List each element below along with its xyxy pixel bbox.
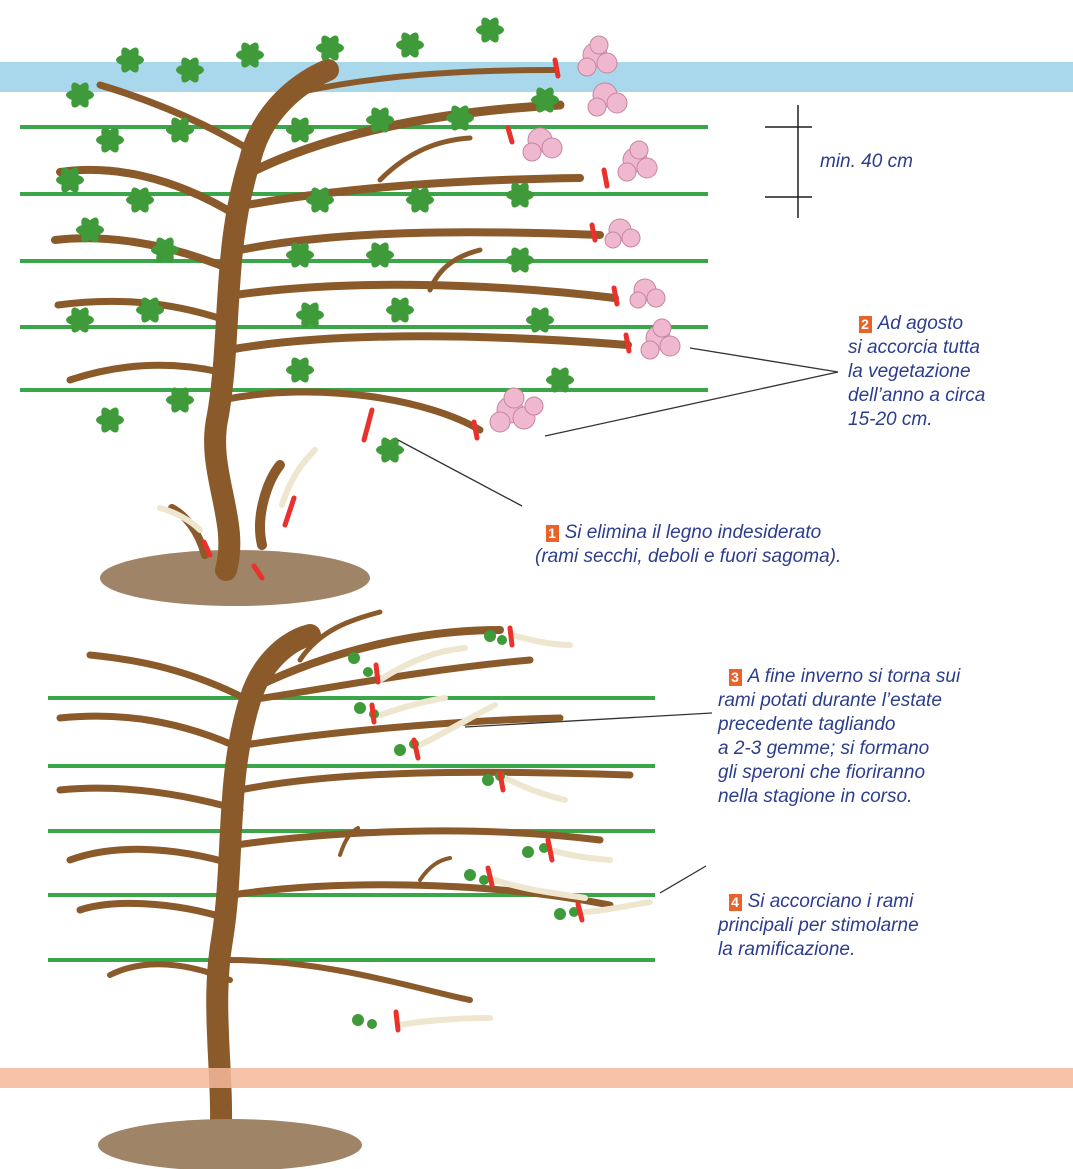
leader-lines: [398, 348, 838, 893]
top-band: [0, 62, 1073, 92]
bottom-band: [0, 1068, 1073, 1088]
step-badge-2: 2: [859, 316, 872, 333]
support-wires-bottom: [48, 698, 655, 960]
annotation-text: Si accorciano i rami principali per stim…: [718, 891, 919, 960]
tree-bottom-structure: [60, 612, 630, 1145]
step-badge-1: 1: [546, 525, 559, 542]
height-measure: [765, 105, 812, 218]
step-badge-3: 3: [729, 669, 742, 686]
annotation-text: A fine inverno si torna sui rami potati …: [718, 666, 960, 807]
step-badge-4: 4: [729, 894, 742, 911]
support-wires-top: [20, 127, 708, 390]
ground-shadow-bottom: [98, 1119, 362, 1169]
annotation-text: Si elimina il legno indesiderato (rami s…: [535, 522, 841, 567]
measurement-label: min. 40 cm: [820, 150, 913, 174]
